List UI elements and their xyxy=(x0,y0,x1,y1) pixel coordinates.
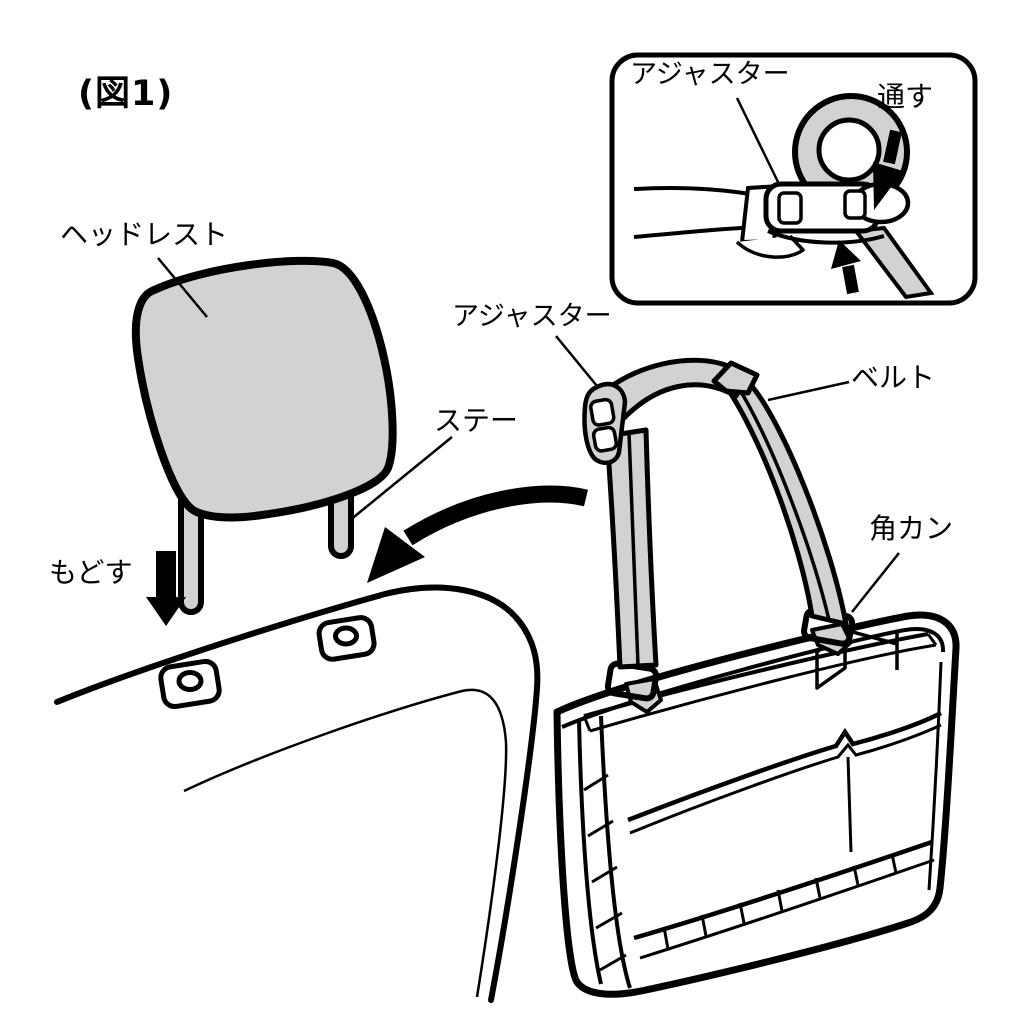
headrest-leader-line xyxy=(157,257,208,318)
stay-leader-line xyxy=(348,436,453,522)
adjuster-leader-line xyxy=(555,335,598,387)
leader-lines xyxy=(157,97,900,613)
curved-arrow-icon xyxy=(367,485,588,583)
square-ring-leader-line xyxy=(851,552,900,613)
return-label: もどす xyxy=(49,556,133,589)
organizer-bag-illustration xyxy=(553,611,960,998)
inset-panel xyxy=(609,52,978,306)
belt-leader-line xyxy=(767,380,850,402)
down-arrow-icon xyxy=(146,551,186,626)
stay-label: ステー xyxy=(434,404,519,437)
adjuster-main-label: アジャスター xyxy=(452,301,612,332)
belt-illustration xyxy=(582,357,849,670)
seat-back-illustration xyxy=(54,584,541,1003)
square-ring-label: 角カン xyxy=(869,512,954,545)
inset-adjuster-label: アジャスター xyxy=(630,59,790,90)
headrest-label: ヘッドレスト xyxy=(60,218,229,251)
insert-arrow-down-icon xyxy=(873,129,903,210)
pass-through-label: 通す xyxy=(877,80,934,113)
inset-adjuster-leader-line xyxy=(735,97,781,185)
headrest-illustration xyxy=(131,256,397,615)
figure-title: (図1) xyxy=(78,74,174,114)
belt-adjuster xyxy=(582,381,628,466)
stay-hole-right xyxy=(316,615,377,662)
stay-hole-left xyxy=(158,658,222,710)
belt-label: ベルト xyxy=(851,361,936,394)
insert-arrow-up-icon xyxy=(831,240,861,295)
inset-adjuster-buckle xyxy=(763,181,911,245)
headrest-body xyxy=(131,256,397,522)
